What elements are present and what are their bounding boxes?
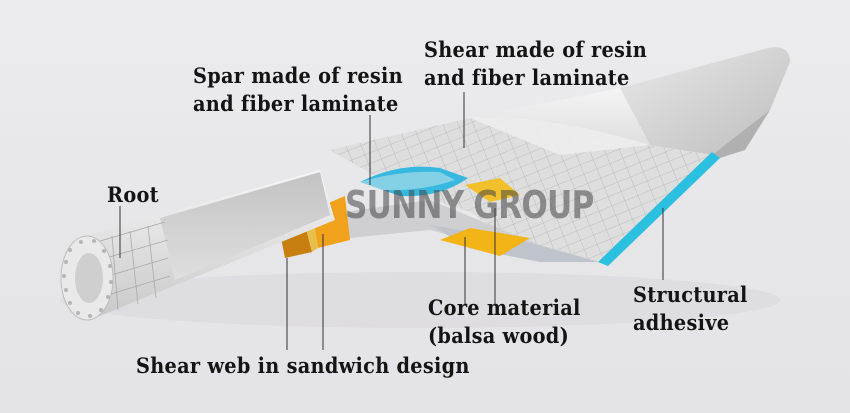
structural-adhesive: [598, 152, 720, 266]
shadow: [60, 272, 780, 328]
blade-tip: [620, 47, 790, 155]
core-material-upper: [465, 178, 520, 202]
label-shear-web: Shear web in sandwich design: [136, 353, 470, 378]
shell-laminate: [330, 117, 712, 262]
core-material-lower: [440, 228, 530, 256]
leader-lines: [119, 92, 664, 350]
label-root: Root: [107, 182, 159, 207]
watermark: SUNNY GROUP: [345, 183, 594, 227]
label-structural-adhesive: Structural adhesive: [633, 282, 748, 335]
label-core-material: Core material (balsa wood): [428, 295, 581, 348]
label-spar: Spar made of resin and fiber laminate: [193, 63, 404, 116]
label-shear: Shear made of resin and fiber laminate: [424, 37, 648, 90]
